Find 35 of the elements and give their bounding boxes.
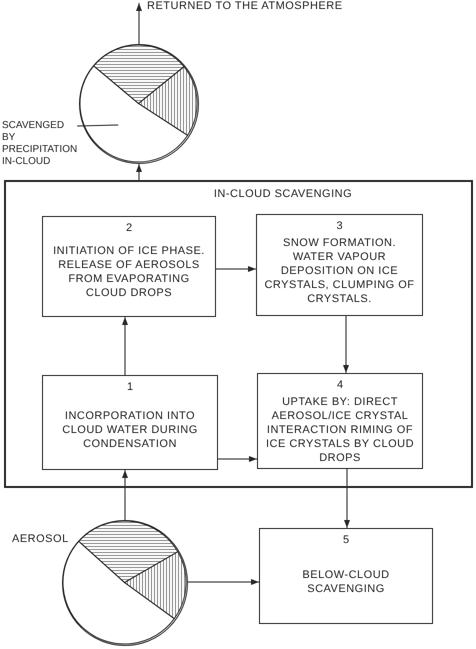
process-box (256, 214, 423, 316)
process-box (42, 375, 218, 470)
arrow (136, 164, 142, 180)
step-number: 5 (342, 533, 350, 548)
arrow (216, 266, 256, 272)
arrow (136, 2, 142, 44)
step-description: INCORPORATION INTO CLOUD WATER DURING CONDENSATION (61, 409, 199, 451)
step-number: 1 (126, 380, 134, 395)
frame-title: IN-CLOUD SCAVENGING (214, 188, 352, 201)
process-box (259, 528, 433, 624)
arrow (218, 456, 258, 462)
step-number: 3 (336, 219, 343, 234)
step-description: UPTAKE BY: DIRECT AEROSOL/ICE CRYSTAL INTERACTION RIMING OF ICE CRYSTALS BY CLOUD DROPS (264, 395, 416, 465)
step-number: 2 (126, 221, 132, 236)
arrow (343, 316, 349, 374)
side-label: AEROSOL (12, 533, 69, 546)
callout-label: SCAVENGED BY PRECIPITATION IN-CLOUD (2, 120, 78, 168)
step-description: INITIATION OF ICE PHASE. RELEASE OF AEROSOLS FROM EVAPORATING CLOUD DROPS (52, 244, 206, 300)
process-box (257, 373, 423, 469)
vertical-hatched-sector (124, 551, 186, 620)
leader-line (76, 124, 119, 126)
vertical-hatched-sector (138, 66, 198, 136)
step-number: 4 (336, 378, 344, 393)
arrow (188, 579, 260, 585)
step-description: BELOW-CLOUD SCAVENGING (301, 568, 391, 596)
group-frame (4, 180, 473, 488)
step-description: SNOW FORMATION. WATER VAPOUR DEPOSITION ON ICE CRYSTALS, CLUMPING OF CRYSTALS. (263, 236, 416, 306)
arrow (122, 470, 128, 520)
arrow (122, 316, 128, 376)
plain-sector (62, 540, 175, 644)
arrow (344, 468, 350, 528)
horizontal-hatched-sector (78, 520, 178, 583)
horizontal-hatched-sector (93, 44, 184, 104)
process-box (42, 216, 216, 317)
plain-sector (80, 65, 188, 162)
